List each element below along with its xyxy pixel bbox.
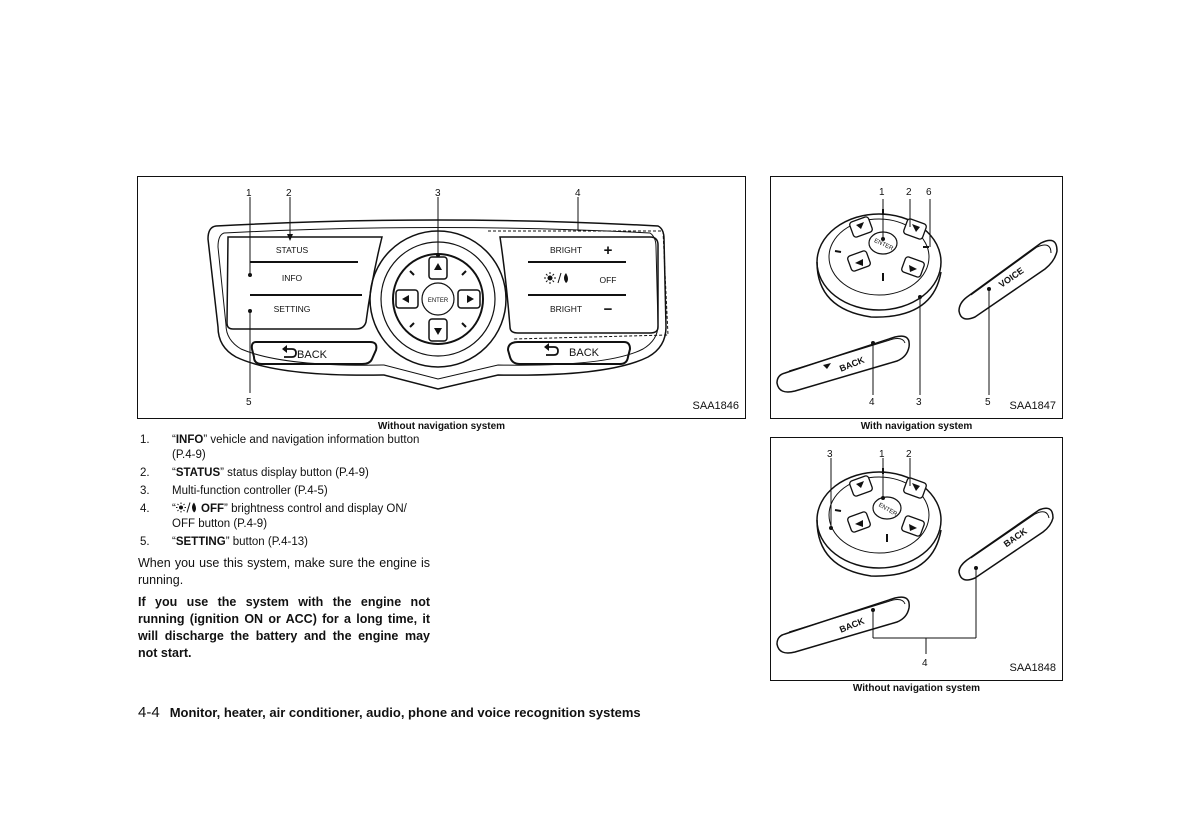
callout-5: 5 <box>985 397 991 408</box>
control-panel-illustration: 1 2 3 4 5 STATUS INFO SETTING BRIGHT OFF… <box>207 188 669 408</box>
minus-icon: − <box>604 301 613 318</box>
figure-caption: Without navigation system <box>852 683 981 694</box>
figure-code: SAA1848 <box>1009 662 1056 674</box>
callout-6: 6 <box>926 187 932 198</box>
figure-nav-controller: 1 2 6 4 3 5 ENTER VOICE BACK SAA1847 <box>770 176 1063 419</box>
battery-warning: If you use the system with the engine no… <box>138 595 430 660</box>
brightness-icon <box>175 502 196 513</box>
page-number: 4-4 <box>138 704 160 721</box>
callout-1: 1 <box>246 188 252 199</box>
status-button-label: STATUS <box>276 245 309 255</box>
callout-2: 2 <box>906 187 912 198</box>
list-item: 4. “ OFF” brightness control and display… <box>140 502 407 530</box>
callout-4: 4 <box>575 188 581 199</box>
callout-4: 4 <box>922 658 928 669</box>
off-button-label: OFF <box>600 275 617 285</box>
back-left-label: BACK <box>297 349 328 361</box>
callout-3: 3 <box>435 188 441 199</box>
page-footer: 4-4 Monitor, heater, air conditioner, aud… <box>138 704 641 721</box>
back-right-label: BACK <box>569 347 600 359</box>
component-list: 1. “INFO” vehicle and navigation informa… <box>138 433 430 553</box>
bright-down-label: BRIGHT <box>550 304 582 314</box>
figure-caption: Without navigation system <box>377 421 506 432</box>
setting-button-label: SETTING <box>274 304 311 314</box>
callout-1: 1 <box>879 449 885 460</box>
list-item: 2. “STATUS” status display button (P.4-9… <box>140 467 369 479</box>
enter-button-label: ENTER <box>428 298 449 304</box>
callout-3: 3 <box>916 397 922 408</box>
callout-1: 1 <box>879 187 885 198</box>
bright-up-label: BRIGHT <box>550 245 582 255</box>
figure-code: SAA1846 <box>692 400 739 412</box>
engine-note: When you use this system, make sure the … <box>138 556 430 587</box>
callout-5: 5 <box>246 397 252 408</box>
callout-2: 2 <box>286 188 292 199</box>
callout-2: 2 <box>906 449 912 460</box>
enter-button-label: ENTER <box>877 502 898 518</box>
section-title: Monitor, heater, air conditioner, audio,… <box>169 705 641 720</box>
plus-icon: + <box>604 242 613 259</box>
figure-caption: With navigation system <box>860 421 973 432</box>
list-item: 5. “SETTING” button (P.4-13) <box>140 536 308 548</box>
back-upper-label: BACK <box>1002 526 1029 549</box>
figure-control-panel: 1 2 3 4 5 STATUS INFO SETTING BRIGHT OFF… <box>137 176 746 419</box>
steering-controller-illustration: 3 1 2 4 ENTER BACK BACK <box>776 449 1054 669</box>
callout-4: 4 <box>869 397 875 408</box>
list-item: 3. Multi-function controller (P.4-5) <box>140 485 328 497</box>
callout-3: 3 <box>827 449 833 460</box>
nav-controller-illustration: 1 2 6 4 3 5 ENTER VOICE BACK <box>776 187 1058 408</box>
list-item: 1. “INFO” vehicle and navigation informa… <box>140 434 420 461</box>
info-button-label: INFO <box>282 273 303 283</box>
figure-steering-controller: 3 1 2 4 ENTER BACK BACK SAA1848 <box>770 437 1063 681</box>
figure-code: SAA1847 <box>1009 400 1056 412</box>
